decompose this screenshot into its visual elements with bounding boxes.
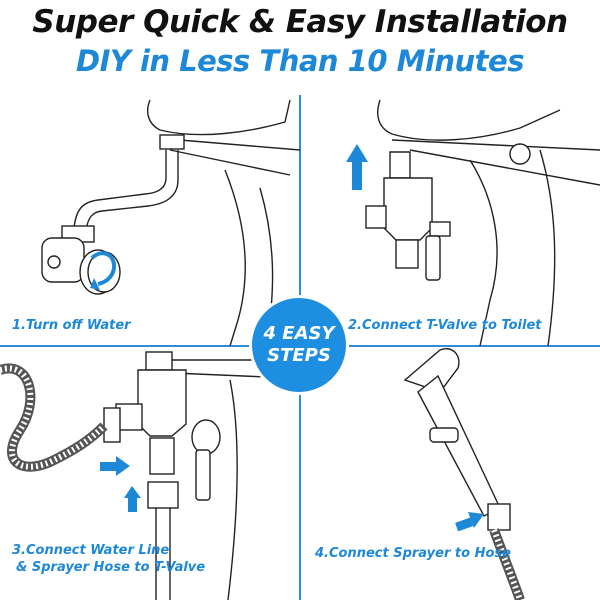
page-title: Super Quick & Easy Installation xyxy=(32,4,568,40)
page-subtitle: DIY in Less Than 10 Minutes xyxy=(76,44,524,78)
turn-arrow-icon xyxy=(90,251,117,286)
shutoff-valve-icon xyxy=(41,99,301,347)
step-4-caption: 4.Connect Sprayer to Hose xyxy=(315,546,511,561)
sprayer-icon xyxy=(403,348,525,600)
water-line-icon xyxy=(0,351,291,600)
up-arrow-icon-2 xyxy=(124,486,141,498)
badge-line-2: STEPS xyxy=(267,345,331,366)
four-steps-badge: 4 EASY STEPS xyxy=(252,298,346,392)
t-valve-icon xyxy=(365,99,600,347)
right-arrow-icon-2 xyxy=(468,512,484,528)
right-arrow-icon xyxy=(116,456,130,476)
step-2-caption: 2.Connect T-Valve to Toilet xyxy=(348,318,542,333)
badge-line-1: 4 EASY xyxy=(263,323,335,344)
step-1-caption: 1.Turn off Water xyxy=(12,318,131,333)
step-3-caption: 3.Connect Water Line & Sprayer Hose to T… xyxy=(12,543,206,575)
up-arrow-icon xyxy=(346,144,368,162)
